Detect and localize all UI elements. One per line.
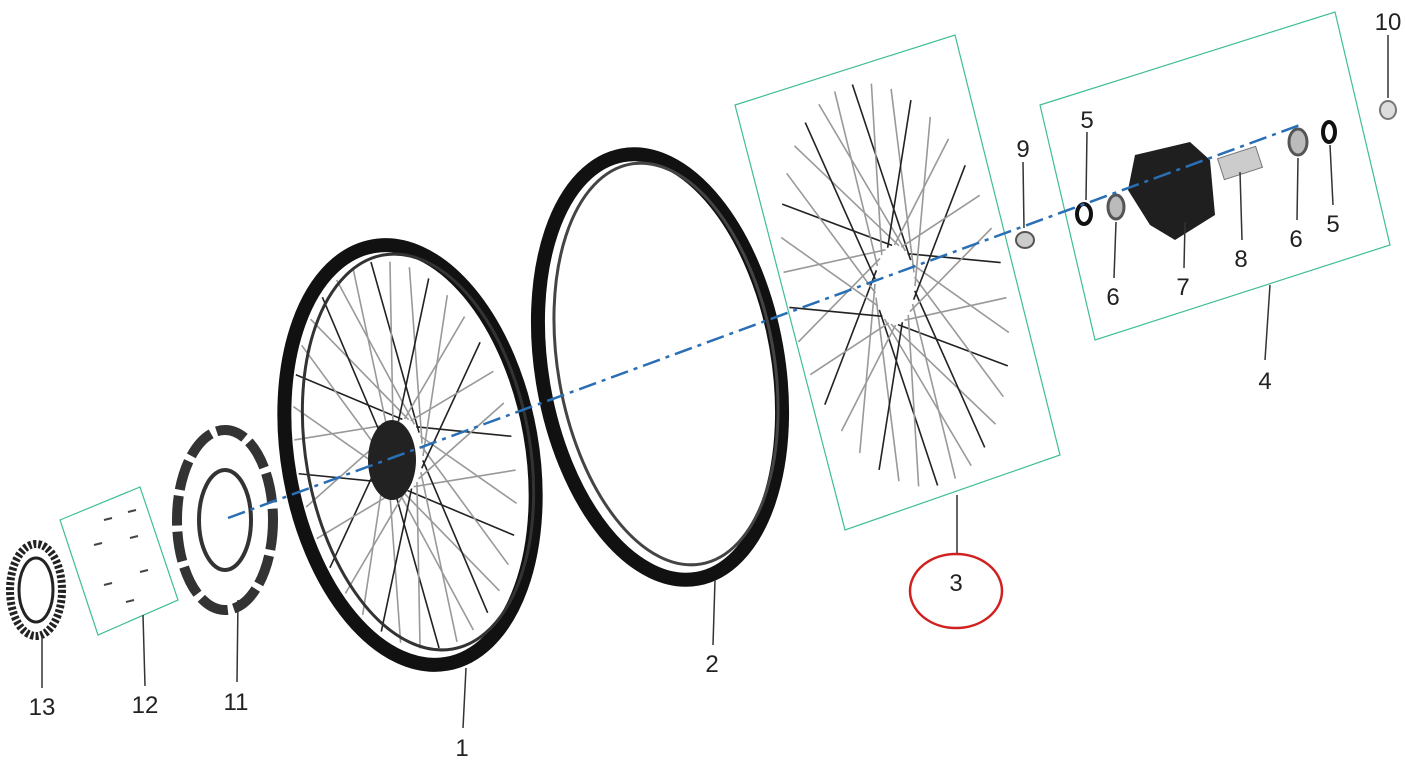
spoke	[380, 488, 413, 632]
rim	[530, 147, 790, 587]
callout-4: 4	[1258, 368, 1271, 395]
axle-sleeve-8	[1216, 145, 1264, 181]
spoke	[909, 227, 993, 313]
callout-8: 8	[1234, 246, 1247, 273]
spoke	[421, 447, 509, 566]
spoke	[394, 485, 475, 631]
spoke	[878, 322, 904, 471]
spoke	[893, 138, 950, 246]
spoke	[295, 373, 403, 421]
spoke	[911, 303, 957, 479]
hub-parts	[1015, 100, 1397, 249]
callout-13: 13	[29, 694, 56, 721]
spoke	[309, 318, 410, 421]
spoke	[335, 279, 416, 425]
spoke	[413, 469, 516, 488]
spoke	[400, 489, 501, 592]
brake-disc	[172, 425, 278, 615]
spoke	[789, 306, 883, 318]
spoke	[913, 276, 1004, 398]
callout-7: 7	[1176, 274, 1189, 301]
spoke	[883, 318, 972, 467]
spokes-group-box	[734, 34, 1061, 531]
spoke	[904, 296, 1007, 321]
leader-lines	[41, 35, 1389, 729]
spoke	[890, 323, 997, 425]
callout-11: 11	[224, 689, 249, 716]
callout-5-right: 5	[1326, 211, 1339, 238]
spoke	[818, 103, 907, 252]
spoke	[397, 278, 430, 422]
spoke	[421, 341, 481, 469]
spoke	[858, 283, 876, 454]
spoke	[389, 261, 394, 429]
spoke	[911, 263, 1010, 334]
spoke	[900, 194, 981, 248]
spoke	[419, 435, 518, 505]
spoke	[321, 296, 388, 451]
callout-12: 12	[132, 692, 159, 719]
spoke	[370, 261, 420, 433]
spoke	[797, 257, 881, 343]
spoke	[781, 203, 893, 247]
spoke	[804, 122, 876, 280]
spoke	[907, 314, 920, 487]
spacer-10	[1379, 100, 1397, 120]
spoke	[833, 91, 879, 267]
assembled-wheel	[277, 238, 543, 672]
seal-5-left	[1075, 202, 1093, 226]
spoke	[410, 370, 494, 422]
spoke	[912, 165, 966, 300]
highlight-circle	[908, 552, 1004, 630]
spoke	[783, 249, 886, 274]
axle-centerline	[227, 123, 1301, 520]
callout-10: 10	[1375, 9, 1402, 36]
spoke	[897, 323, 1009, 367]
callout-5-left: 5	[1080, 107, 1093, 134]
bearing-6-left	[1106, 193, 1126, 221]
spoke	[914, 290, 986, 448]
abs-ring	[6, 540, 66, 640]
bolts-group-box	[59, 486, 179, 636]
spoke	[420, 471, 458, 642]
bearing-6-right	[1287, 127, 1309, 157]
spoke	[422, 294, 449, 457]
spoke-set	[780, 83, 1010, 487]
spacer-9	[1015, 231, 1035, 249]
spoke	[907, 252, 1001, 264]
spoke	[408, 267, 423, 444]
wheel-spokes	[292, 261, 518, 649]
spoke	[344, 490, 407, 594]
spoke	[352, 267, 390, 439]
callout-6-right: 6	[1289, 226, 1302, 253]
spoke	[824, 270, 878, 405]
spoke	[914, 116, 932, 287]
spoke	[809, 322, 890, 376]
callout-2: 2	[705, 651, 718, 678]
spoke	[786, 172, 877, 294]
spoke	[390, 477, 440, 649]
spoke	[417, 402, 505, 480]
callout-6-left: 6	[1106, 284, 1119, 311]
callout-9: 9	[1016, 136, 1029, 163]
hub-7	[1128, 142, 1215, 240]
spoke	[416, 481, 421, 649]
spoke	[407, 489, 515, 537]
seal-5-right	[1321, 120, 1337, 144]
spoke	[840, 324, 897, 432]
spoke	[403, 316, 466, 420]
disc-bolts	[93, 509, 149, 603]
callout-3: 3	[949, 570, 962, 597]
spoke	[886, 99, 912, 248]
wheel-hub	[368, 420, 416, 500]
hub-group-box	[1039, 11, 1391, 341]
spoke	[870, 83, 883, 256]
spoke	[793, 145, 900, 247]
spoke	[422, 459, 489, 614]
wheel-rim	[277, 238, 543, 672]
callout-1: 1	[455, 735, 468, 760]
spoke	[780, 236, 879, 307]
